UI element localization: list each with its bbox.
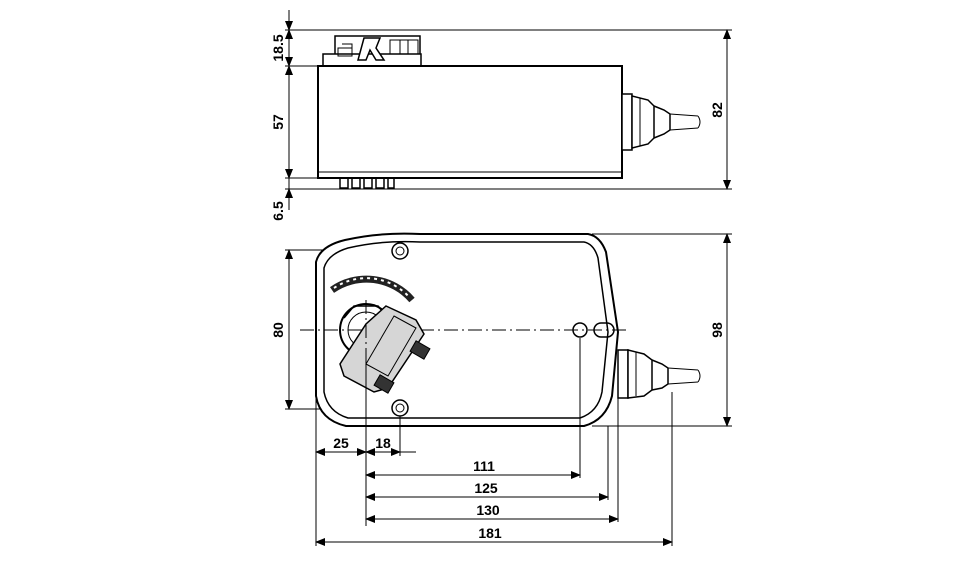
body-inner-outline bbox=[323, 240, 609, 419]
mount-hole-top bbox=[391, 242, 409, 260]
top-view: 18.5 57 6.5 82 bbox=[270, 10, 732, 221]
dim-label-98: 98 bbox=[709, 322, 725, 338]
bottom-feet bbox=[339, 177, 395, 189]
angle-scale bbox=[329, 275, 415, 303]
dim-label-130: 130 bbox=[476, 502, 500, 518]
cable-gland-top bbox=[621, 93, 701, 151]
dim-label-181: 181 bbox=[478, 525, 502, 541]
front-view: 80 98 25 18 111 125 130 181 bbox=[270, 232, 732, 546]
dim-label-111: 111 bbox=[473, 458, 495, 474]
actuator-body-top bbox=[317, 65, 623, 179]
dim-label-18: 18 bbox=[375, 435, 391, 451]
mount-hole-right bbox=[572, 322, 615, 338]
dim-label-125: 125 bbox=[474, 480, 498, 496]
dim-label-57: 57 bbox=[270, 114, 286, 130]
dim-label-80: 80 bbox=[270, 322, 286, 338]
dim-label-25: 25 bbox=[333, 435, 349, 451]
cable-gland-front bbox=[617, 349, 701, 399]
mounting-clip bbox=[322, 35, 422, 67]
dim-label-6-5: 6.5 bbox=[270, 201, 286, 221]
dim-label-82: 82 bbox=[709, 102, 725, 118]
shaft-adaptor bbox=[339, 300, 431, 394]
dim-label-18-5: 18.5 bbox=[270, 34, 286, 61]
